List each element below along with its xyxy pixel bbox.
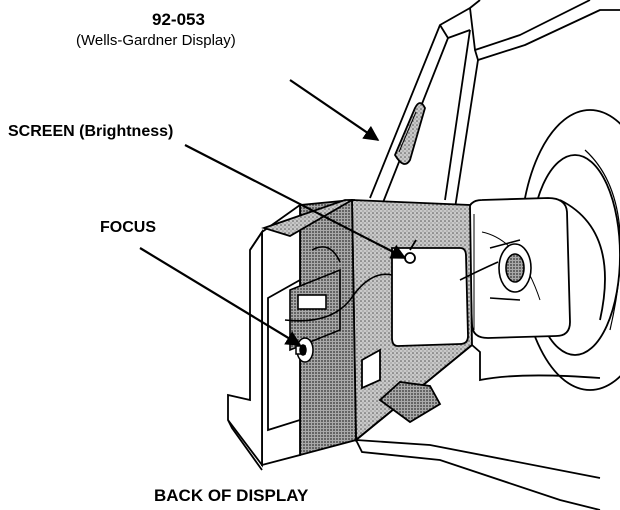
- part-description-label: (Wells-Gardner Display): [76, 32, 236, 49]
- chassis-base: [355, 343, 601, 510]
- frame-slot: [394, 102, 426, 165]
- flyback-board: [289, 246, 341, 352]
- pointer-arrows: [139, 79, 407, 346]
- focus-arrow: [139, 247, 302, 346]
- screen-arrow: [184, 144, 407, 259]
- back-of-display-label: BACK OF DISPLAY: [154, 486, 309, 505]
- part-number-label: 92-053: [152, 10, 205, 29]
- neck-connector: [489, 239, 532, 301]
- chassis-cable: [284, 261, 499, 322]
- screen-brightness-label: SCREEN (Brightness): [8, 123, 174, 140]
- focus-control: [295, 337, 314, 363]
- focus-label: FOCUS: [100, 219, 156, 236]
- monitor-frame: [369, 0, 620, 209]
- display-arrow: [289, 79, 380, 141]
- screen-control-card: [391, 239, 469, 347]
